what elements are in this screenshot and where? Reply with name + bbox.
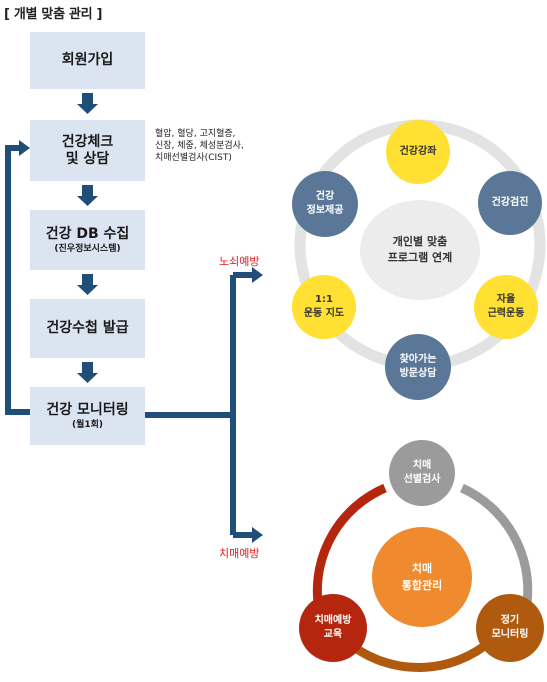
down-arrow-3 — [77, 274, 98, 295]
branch-label-dementia: 치매예방 — [219, 547, 260, 560]
step-db-collection: 건강 DB 수집 (진우정보시스템) — [30, 210, 145, 270]
program-node-exercise: 자율 근력운동 — [474, 275, 538, 339]
program-node-coaching: 1:1 운동 지도 — [292, 275, 356, 339]
step-label: 건강체크 및 상담 — [61, 133, 114, 167]
dementia-node-monitoring: 정기 모니터링 — [476, 594, 544, 662]
program-center-node: 개인별 맞춤 프로그램 연계 — [360, 200, 480, 300]
branch-label-frailty: 노쇠예방 — [219, 255, 260, 268]
step-sub: (진우정보시스템) — [54, 243, 121, 254]
feedback-loop-arrow — [5, 140, 30, 415]
program-node-lecture: 건강강좌 — [386, 120, 450, 184]
step-handbook-issue: 건강수첩 발급 — [30, 299, 145, 358]
step-sub: (월1회) — [71, 419, 104, 430]
program-node-visit: 찾아가는 방문상담 — [385, 334, 451, 400]
branch-connector — [145, 267, 263, 543]
section-title: [ 개별 맞춤 관리 ] — [4, 7, 103, 22]
down-arrow-4 — [77, 362, 98, 383]
checkup-items-note: 혈압, 혈당, 고지혈증, 신장, 체중, 체성분검사, 치매선별검사(CIST… — [155, 129, 244, 163]
dementia-node-screening: 치매 선별검사 — [389, 440, 455, 506]
dementia-node-education: 치매예방 교육 — [299, 594, 367, 662]
step-signup: 회원가입 — [30, 32, 145, 89]
down-arrow-2 — [77, 185, 98, 206]
dementia-cycle-ring — [312, 483, 533, 672]
dementia-center-node: 치매 통합관리 — [372, 527, 472, 627]
step-label: 건강 모니터링 — [46, 401, 129, 418]
program-node-checkup: 건강검진 — [478, 171, 542, 235]
program-node-info: 건강 정보제공 — [292, 171, 358, 237]
step-label: 건강 DB 수집 — [45, 225, 130, 242]
step-health-check: 건강체크 및 상담 — [30, 120, 145, 181]
step-label: 건강수첩 발급 — [46, 320, 129, 336]
down-arrow-1 — [77, 93, 98, 114]
step-monitoring: 건강 모니터링 (월1회) — [30, 387, 145, 445]
step-label: 회원가입 — [61, 52, 114, 68]
